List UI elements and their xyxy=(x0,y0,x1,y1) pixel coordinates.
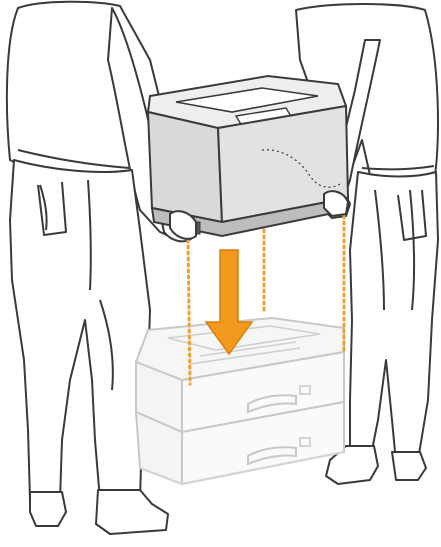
right-person-shoe-back xyxy=(392,452,426,480)
left-person-pants xyxy=(10,160,150,500)
guide-line-left xyxy=(188,240,190,384)
printer-front xyxy=(148,112,222,222)
left-person-shoe-front xyxy=(96,490,168,534)
paper-feeder-stack xyxy=(136,318,344,484)
right-hand-grip xyxy=(324,191,348,216)
left-person-shoe-back xyxy=(30,492,66,526)
